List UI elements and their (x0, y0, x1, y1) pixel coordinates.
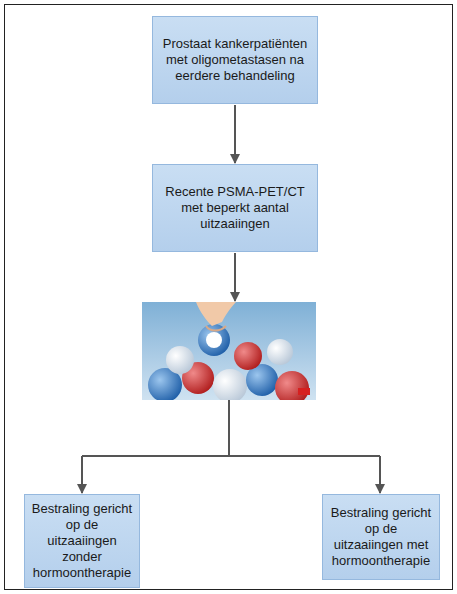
flow-arrow (81, 456, 83, 493)
frame-border (5, 5, 453, 590)
process-box: Recente PSMA-PET/CT met beperkt aantal u… (152, 164, 318, 252)
flow-arrow (234, 105, 236, 163)
box-text: Prostaat kankerpatiënten met oligometast… (159, 36, 311, 84)
outcome-box: Bestraling gericht op de uitzaaiingen me… (322, 494, 440, 580)
process-box: Prostaat kankerpatiënten met oligometast… (152, 16, 318, 104)
lottery-illustration (142, 302, 316, 400)
outcome-box: Bestraling gericht op de uitzaaiingen zo… (24, 494, 140, 588)
box-text: Recente PSMA-PET/CT met beperkt aantal u… (159, 184, 311, 232)
flow-arrow (234, 253, 236, 301)
box-text: Bestraling gericht op de uitzaaiingen zo… (31, 501, 133, 581)
box-text: Bestraling gericht op de uitzaaiingen me… (329, 505, 433, 569)
split-line (82, 400, 380, 456)
flow-arrow (379, 456, 381, 493)
